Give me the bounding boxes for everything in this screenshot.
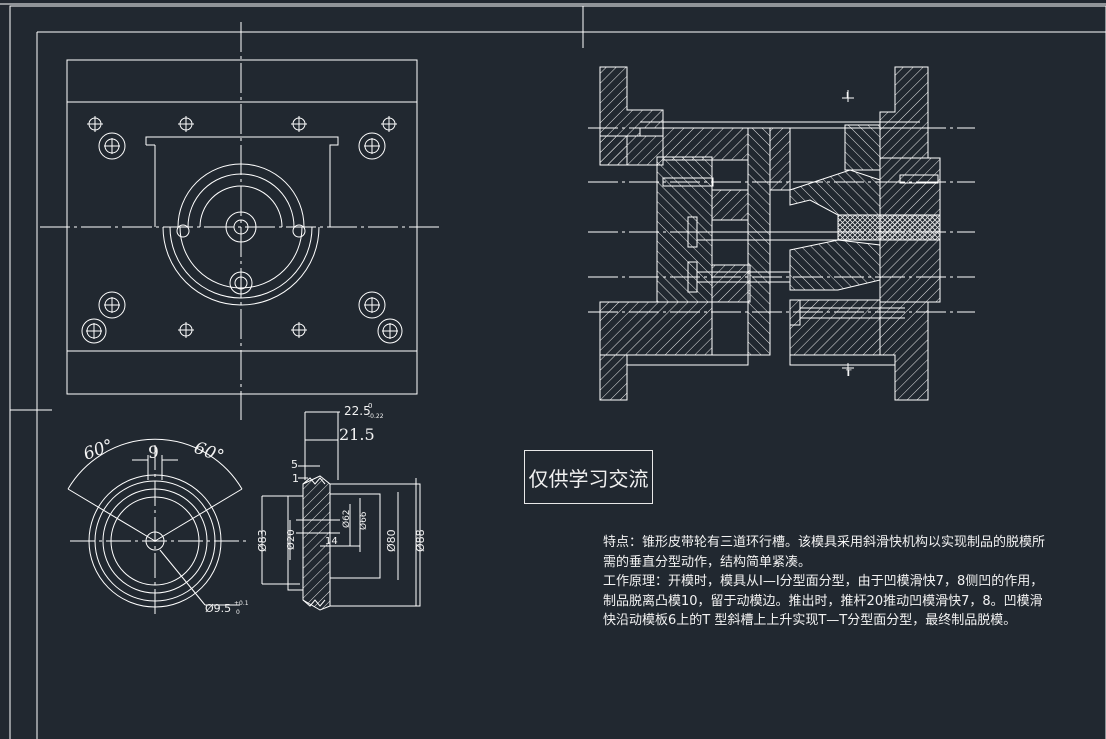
dim-dia-88: Ø88	[414, 529, 427, 552]
pulley-section-view	[261, 411, 421, 611]
dim-14: 14	[325, 536, 338, 547]
section-mark-top: I	[846, 91, 848, 100]
design-notes: 特点：锥形皮带轮有三道环行槽。该模具采用斜滑快机构以实现制品的脱模所需的垂直分型…	[603, 533, 1053, 631]
angle-left-label: 60°	[81, 436, 116, 465]
angle-right-label: 60°	[191, 438, 226, 467]
dim-dia-83: Ø83	[256, 529, 269, 552]
mold-assembly-section	[588, 66, 975, 401]
dim-1: 1	[292, 472, 299, 485]
hole-tol-lower: 0	[236, 609, 240, 616]
dim-5: 5	[291, 458, 298, 471]
sheet-border	[0, 3, 1106, 739]
pulley-front-view	[67, 438, 250, 615]
dim-dia-20: Ø20	[285, 529, 297, 550]
plan-view	[40, 22, 440, 420]
slot-width-label: 9	[148, 443, 159, 463]
notes-working-principle: 工作原理：开模时，模具从I—I分型面分型，由于凹模滑快7，8侧凹的作用，制品脱离…	[603, 574, 1044, 628]
dim-dia-62: Ø62	[341, 509, 352, 528]
dim-21-5: 21.5	[339, 425, 375, 444]
watermark-box: 仅供学习交流	[524, 450, 653, 504]
dim-dia-66: Ø66	[358, 511, 369, 530]
notes-features: 特点：锥形皮带轮有三道环行槽。该模具采用斜滑快机构以实现制品的脱模所需的垂直分型…	[603, 535, 1046, 570]
hole-tol-upper: +0.1	[234, 600, 249, 607]
dim-dia-80: Ø80	[385, 529, 398, 552]
dim-22-5: 22.5	[344, 404, 371, 418]
section-mark-bottom: T	[845, 369, 852, 379]
dim-22-5-tol-upper: 0	[368, 402, 372, 410]
hole-dia-label: Ø9.5	[205, 602, 231, 615]
dim-22-5-tol-lower: -0.22	[368, 413, 384, 420]
